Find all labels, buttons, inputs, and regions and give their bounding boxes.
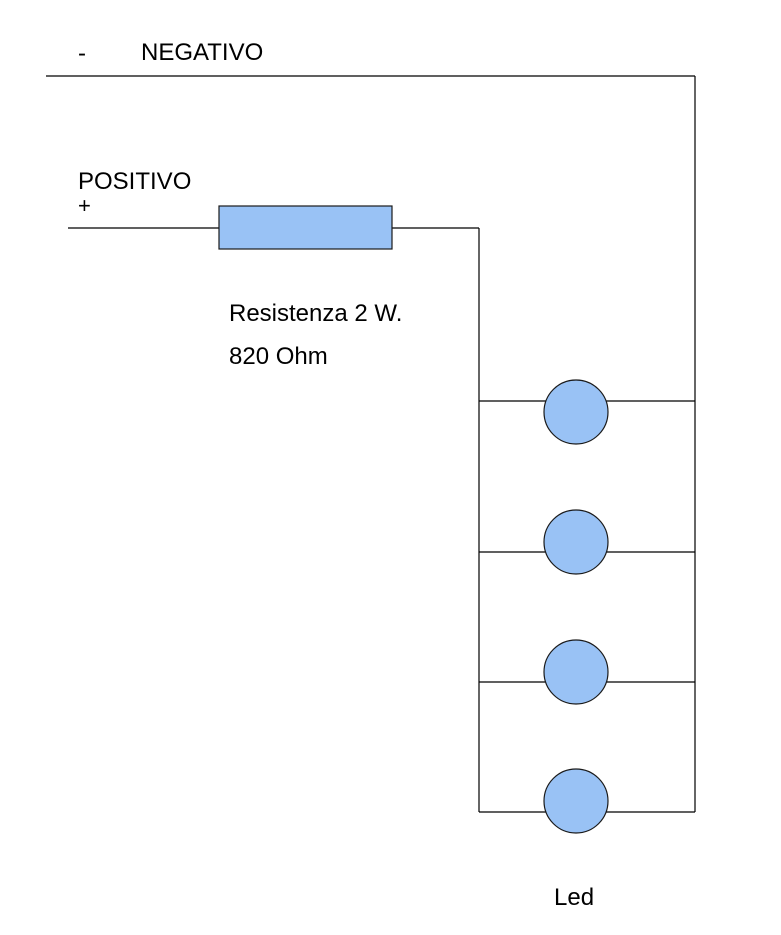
resistor-body bbox=[218, 205, 393, 250]
positive-sign: + bbox=[78, 193, 91, 218]
led-3 bbox=[543, 639, 609, 705]
negative-sign: - bbox=[78, 40, 86, 67]
resistor-value-label: 820 Ohm bbox=[229, 343, 328, 370]
resistor-power-label: Resistenza 2 W. bbox=[229, 300, 403, 327]
led-branch-wires bbox=[479, 400, 695, 813]
negative-label: NEGATIVO bbox=[141, 39, 264, 66]
positive-label: POSITIVO bbox=[78, 168, 192, 195]
led-label: Led bbox=[554, 884, 595, 911]
led-2 bbox=[543, 509, 609, 575]
led-4 bbox=[543, 768, 609, 834]
led-group bbox=[543, 379, 609, 834]
led-1 bbox=[543, 379, 609, 445]
